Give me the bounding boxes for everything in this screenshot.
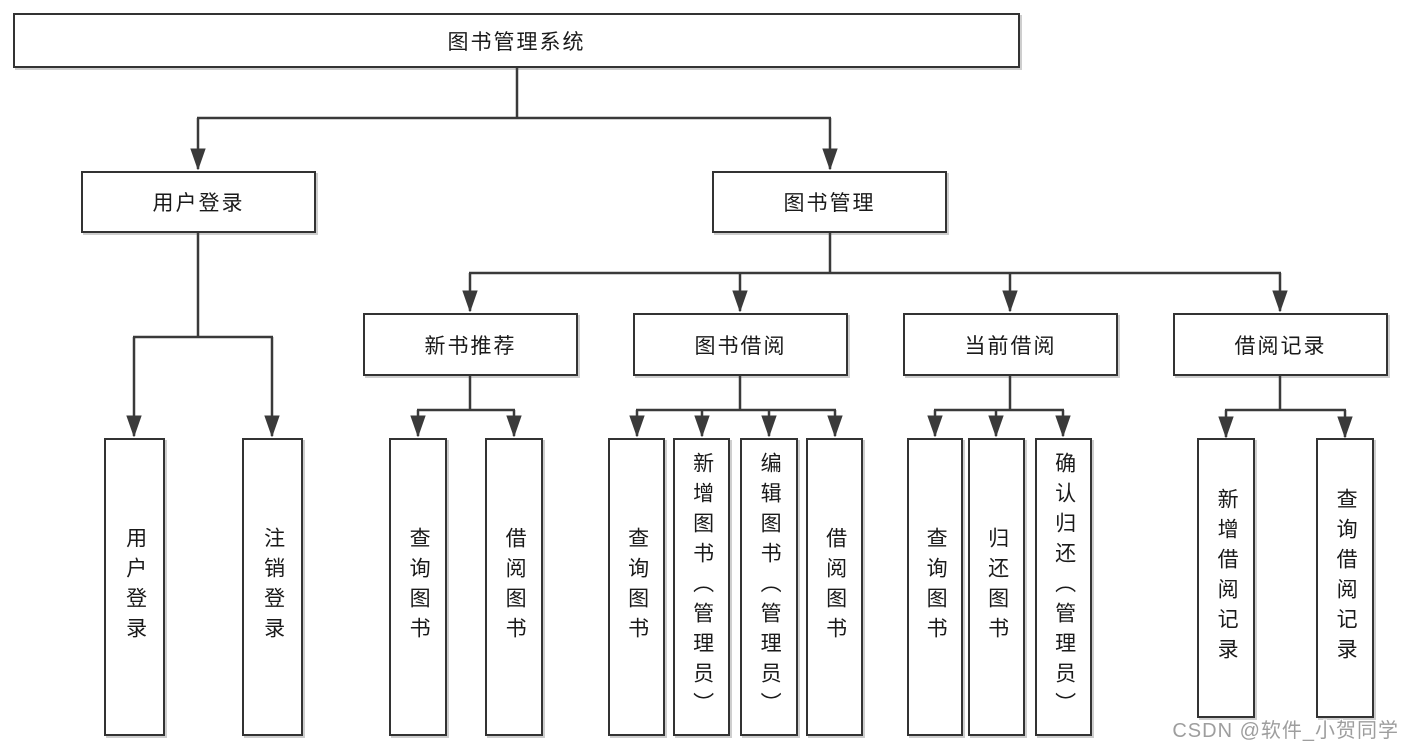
node-confirm-return-admin-label: 确认归还（管理员） (1052, 452, 1076, 722)
node-logout-label: 注销登录 (261, 527, 285, 647)
node-return-books-label: 归还图书 (985, 527, 1009, 647)
node-book-management: 图书管理 (712, 171, 947, 233)
node-current-borrowing: 当前借阅 (903, 313, 1118, 376)
node-book-borrowing-label: 图书借阅 (694, 334, 787, 358)
node-book-management-label: 图书管理 (783, 192, 876, 215)
node-edit-books-admin: 编辑图书（管理员） (740, 438, 798, 736)
node-query-books-current: 查询图书 (907, 438, 963, 736)
node-library-system-label: 图书管理系统 (447, 30, 586, 54)
csdn-watermark: CSDN @软件_小贺同学 (1172, 720, 1399, 742)
node-add-borrow-record: 新增借阅记录 (1197, 438, 1255, 718)
node-user-login-group: 用户登录 (81, 171, 316, 233)
node-query-books-recommend-label: 查询图书 (407, 527, 431, 647)
node-borrowing-records-label: 借阅记录 (1234, 334, 1327, 358)
node-borrow-books-recommend-label: 借阅图书 (503, 527, 527, 647)
node-new-book-recommend: 新书推荐 (363, 313, 578, 376)
node-query-books-borrowing: 查询图书 (608, 438, 665, 736)
node-query-books-current-label: 查询图书 (924, 527, 948, 647)
node-query-books-borrowing-label: 查询图书 (625, 527, 649, 647)
node-new-book-recommend-label: 新书推荐 (424, 334, 517, 358)
node-user-login-label: 用户登录 (123, 527, 147, 647)
node-add-borrow-record-label: 新增借阅记录 (1215, 488, 1239, 668)
node-borrowing-records: 借阅记录 (1173, 313, 1388, 376)
node-query-borrow-record-label: 查询借阅记录 (1334, 488, 1358, 668)
node-borrow-books: 借阅图书 (806, 438, 863, 736)
node-book-borrowing: 图书借阅 (633, 313, 848, 376)
node-user-login: 用户登录 (104, 438, 165, 736)
node-confirm-return-admin: 确认归还（管理员） (1035, 438, 1092, 736)
tree-connectors (133, 68, 1346, 437)
node-add-books-admin: 新增图书（管理员） (673, 438, 730, 736)
node-query-borrow-record: 查询借阅记录 (1316, 438, 1374, 718)
node-current-borrowing-label: 当前借阅 (964, 334, 1057, 358)
node-user-login-group-label: 用户登录 (152, 192, 245, 215)
node-borrow-books-recommend: 借阅图书 (485, 438, 543, 736)
node-edit-books-admin-label: 编辑图书（管理员） (758, 452, 782, 722)
node-library-system: 图书管理系统 (13, 13, 1020, 68)
node-add-books-admin-label: 新增图书（管理员） (690, 452, 714, 722)
node-query-books-recommend: 查询图书 (389, 438, 447, 736)
node-borrow-books-label: 借阅图书 (823, 527, 847, 647)
node-return-books: 归还图书 (968, 438, 1025, 736)
node-logout: 注销登录 (242, 438, 303, 736)
